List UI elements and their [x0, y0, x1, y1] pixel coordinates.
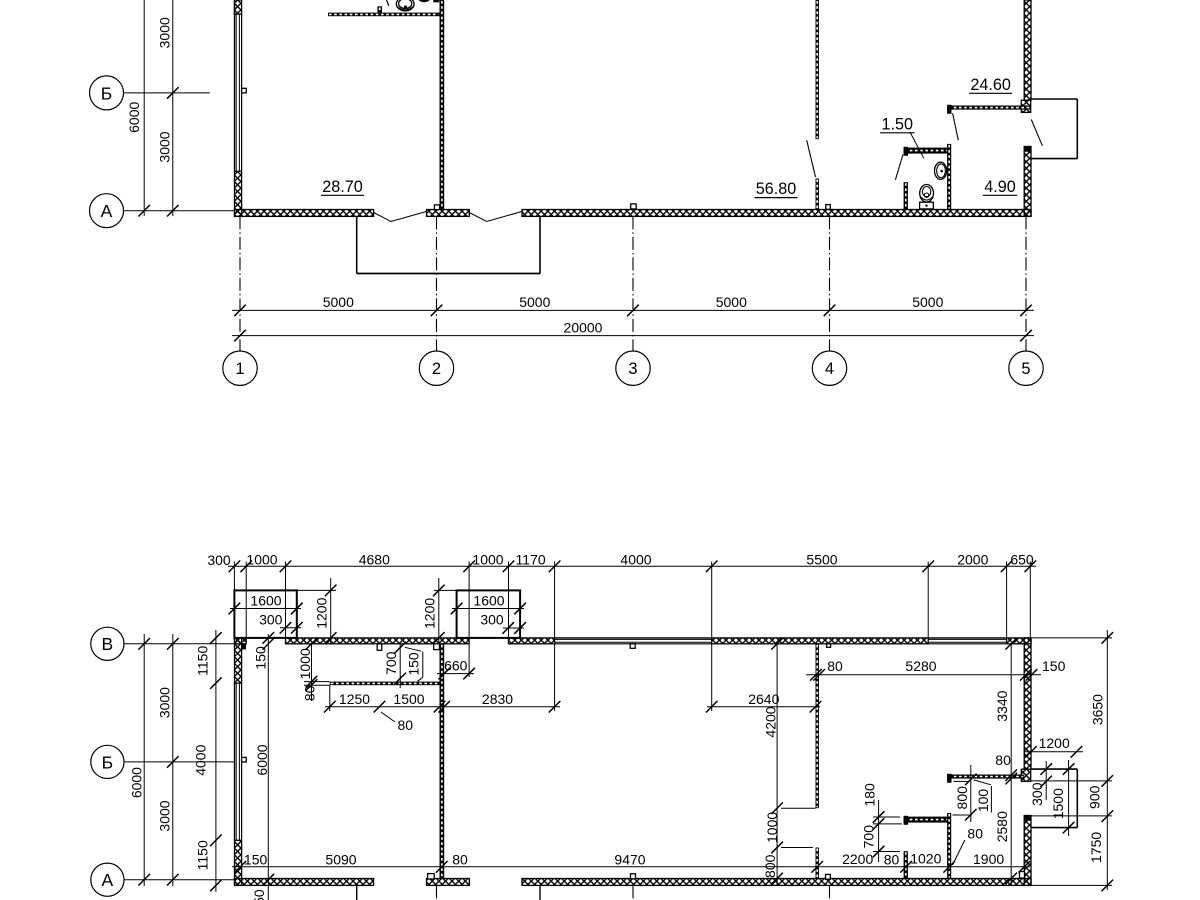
svg-text:80: 80	[967, 826, 983, 842]
svg-text:24.60: 24.60	[970, 76, 1011, 94]
svg-text:1500: 1500	[393, 691, 424, 707]
svg-text:4: 4	[825, 360, 834, 378]
svg-text:4.90: 4.90	[984, 178, 1016, 196]
svg-text:5500: 5500	[806, 552, 837, 568]
svg-text:1750: 1750	[1088, 832, 1104, 863]
svg-text:1020: 1020	[910, 851, 941, 867]
svg-text:28.70: 28.70	[322, 178, 363, 196]
svg-text:4000: 4000	[193, 744, 209, 775]
svg-text:150: 150	[244, 851, 268, 867]
svg-text:2: 2	[432, 360, 441, 378]
svg-text:20000: 20000	[564, 319, 603, 335]
svg-text:1900: 1900	[973, 851, 1004, 867]
svg-text:150: 150	[1042, 658, 1066, 674]
svg-text:1200: 1200	[313, 597, 329, 628]
svg-text:5000: 5000	[323, 294, 354, 310]
svg-text:9470: 9470	[614, 851, 645, 867]
svg-text:3340: 3340	[994, 690, 1010, 721]
svg-text:3650: 3650	[1090, 694, 1106, 725]
svg-text:3: 3	[628, 360, 637, 378]
svg-text:80: 80	[995, 752, 1011, 768]
svg-text:2200: 2200	[842, 851, 873, 867]
svg-text:2830: 2830	[482, 691, 513, 707]
svg-text:4200: 4200	[763, 706, 779, 737]
svg-text:4680: 4680	[359, 552, 390, 568]
svg-text:1150: 1150	[195, 646, 211, 676]
svg-text:1150: 1150	[195, 840, 211, 870]
svg-text:700: 700	[383, 651, 399, 675]
svg-text:2000: 2000	[957, 552, 988, 568]
svg-text:100: 100	[975, 789, 991, 813]
svg-text:4000: 4000	[620, 552, 651, 568]
svg-text:1200: 1200	[422, 598, 438, 629]
svg-text:5000: 5000	[912, 294, 943, 310]
svg-text:900: 900	[1086, 785, 1102, 809]
svg-text:5280: 5280	[905, 658, 936, 674]
svg-text:180: 180	[862, 783, 878, 807]
svg-text:300: 300	[207, 552, 231, 568]
svg-text:1600: 1600	[473, 593, 504, 609]
svg-text:3000: 3000	[157, 131, 173, 162]
svg-text:Б: Б	[102, 752, 113, 772]
svg-text:1250: 1250	[339, 691, 370, 707]
svg-text:1500: 1500	[1050, 788, 1066, 819]
svg-text:2580: 2580	[994, 811, 1010, 842]
svg-text:1: 1	[235, 360, 244, 378]
svg-text:650: 650	[1010, 552, 1034, 568]
svg-text:6000: 6000	[129, 767, 145, 798]
svg-text:1000: 1000	[472, 552, 503, 568]
svg-text:5000: 5000	[519, 294, 550, 310]
svg-text:800: 800	[954, 786, 970, 810]
svg-text:80: 80	[827, 658, 843, 674]
svg-text:1200: 1200	[1039, 735, 1070, 751]
svg-text:Б: Б	[101, 83, 112, 103]
svg-text:1000: 1000	[246, 552, 277, 568]
svg-text:300: 300	[1029, 782, 1045, 806]
svg-text:3000: 3000	[157, 800, 173, 831]
svg-text:6000: 6000	[126, 102, 142, 133]
svg-text:150: 150	[252, 646, 268, 670]
svg-text:80: 80	[452, 851, 468, 867]
svg-text:80: 80	[301, 685, 317, 701]
svg-text:150: 150	[251, 889, 267, 900]
svg-text:1.50: 1.50	[882, 115, 914, 133]
svg-text:150: 150	[405, 652, 421, 676]
svg-text:2640: 2640	[748, 691, 779, 707]
svg-text:6000: 6000	[254, 744, 270, 775]
svg-text:1000: 1000	[297, 648, 313, 679]
svg-text:5090: 5090	[325, 851, 356, 867]
svg-text:56.80: 56.80	[756, 180, 797, 198]
svg-text:5000: 5000	[716, 294, 747, 310]
svg-text:5: 5	[1021, 360, 1030, 378]
svg-text:А: А	[102, 870, 114, 890]
svg-text:1170: 1170	[516, 552, 546, 568]
svg-text:300: 300	[480, 611, 504, 627]
svg-text:700: 700	[861, 825, 877, 849]
svg-text:800: 800	[762, 854, 778, 878]
svg-text:3000: 3000	[157, 687, 173, 718]
svg-text:1600: 1600	[250, 593, 281, 609]
svg-text:80: 80	[884, 851, 900, 867]
svg-text:660: 660	[444, 658, 468, 674]
svg-text:В: В	[102, 634, 114, 654]
svg-text:А: А	[101, 201, 113, 221]
svg-text:80: 80	[398, 717, 414, 733]
svg-text:1000: 1000	[764, 812, 780, 843]
svg-text:300: 300	[259, 611, 283, 627]
svg-text:3000: 3000	[157, 17, 173, 48]
